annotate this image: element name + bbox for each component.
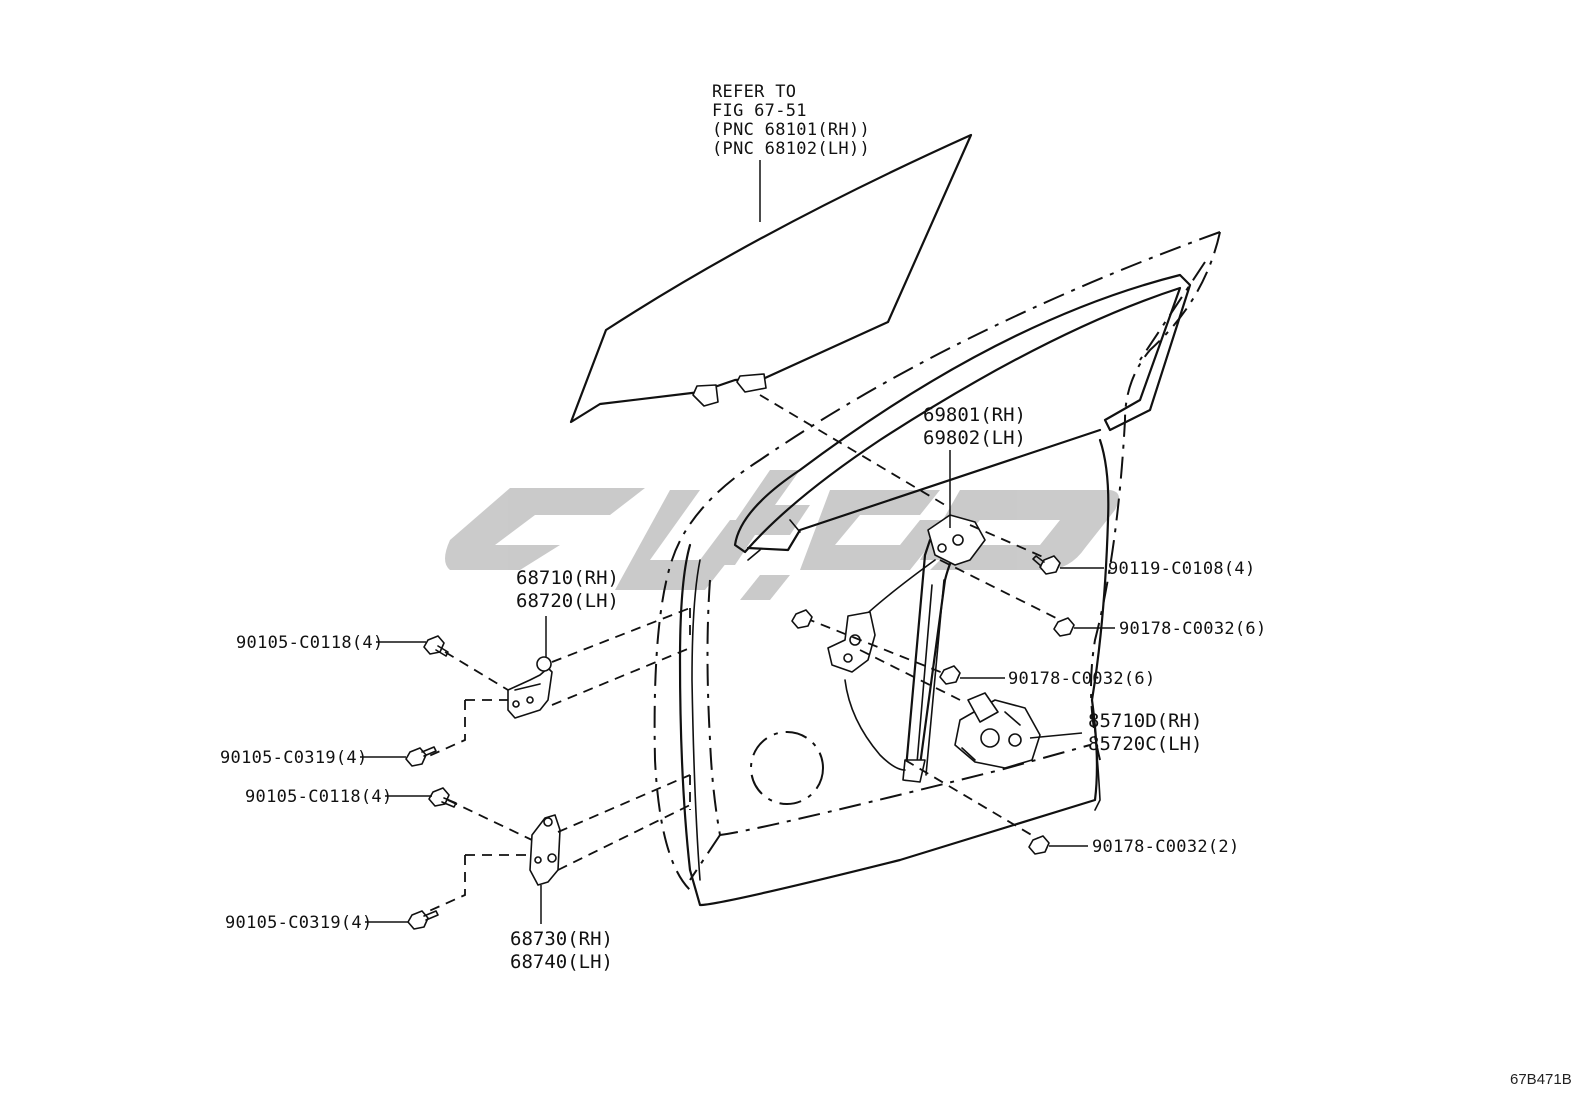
nut-right-upper-icon	[1053, 617, 1075, 637]
glass-note-line-1: REFER TO	[712, 82, 796, 102]
bolt-regulator-left-icon	[791, 609, 813, 629]
fastener-bolt-upper-top: 90105-C0118(4)	[236, 633, 384, 653]
upper-hinge-part-rh: 68710(RH)	[516, 567, 619, 589]
dash-nut-right	[939, 559, 1061, 621]
fastener-bolt-upper-bottom: 90105-C0319(4)	[220, 748, 368, 768]
nut-lower-icon	[1028, 835, 1050, 855]
bolt-upper-top-icon	[423, 635, 449, 657]
figure-code: 67B471B	[1510, 1071, 1572, 1088]
fastener-nut-center: 90178-C0032(6)	[1008, 669, 1156, 689]
fastener-bolt-regulator: 90119-C0108(4)	[1108, 559, 1256, 579]
motor-part-lh: 85720C(LH)	[1088, 733, 1202, 755]
speaker-hole	[750, 731, 824, 805]
fastener-nut-lower: 90178-C0032(2)	[1092, 837, 1240, 857]
motor-leader-line	[1029, 732, 1083, 739]
glass-note: REFER TO FIG 67-51 (PNC 68101(RH)) (PNC …	[712, 82, 870, 159]
upper-hinge-dash-to-door	[551, 607, 691, 706]
fastener-nut-right-upper: 90178-C0032(6)	[1119, 619, 1267, 639]
glass-note-line-2: FIG 67-51	[712, 101, 807, 121]
door-inner-panel	[678, 273, 1192, 907]
bolt-lower-bottom-icon	[407, 910, 439, 930]
dash-motor	[859, 649, 961, 701]
dash-nut-center	[804, 617, 949, 676]
bolt-upper-bottom-icon	[405, 746, 437, 767]
glass-dash-line	[759, 394, 946, 506]
upper-hinge	[507, 656, 553, 719]
window-glass	[569, 133, 973, 424]
nut-center-icon	[939, 665, 961, 685]
glass-note-line-4: (PNC 68102(LH))	[712, 139, 870, 159]
motor-part-rh: 85710D(RH)	[1088, 710, 1202, 732]
window-motor	[954, 692, 1041, 769]
lower-hinge-dash-to-door	[557, 774, 691, 871]
lower-hinge	[529, 814, 561, 886]
bolt-lower-top-icon	[428, 787, 457, 808]
bolt-regulator-icon	[1032, 555, 1061, 575]
lower-hinge-bolt-dash	[419, 799, 533, 916]
upper-hinge-part-lh: 68720(LH)	[516, 590, 619, 612]
regulator-part-rh: 69801(RH)	[923, 404, 1026, 426]
dash-nut-lower	[904, 759, 1041, 841]
upper-hinge-bolt-dash	[419, 651, 509, 761]
glass-note-line-3: (PNC 68101(RH))	[712, 120, 870, 140]
dash-bolt-reg	[969, 524, 1051, 561]
regulator-part-lh: 69802(LH)	[923, 427, 1026, 449]
lower-hinge-part-rh: 68730(RH)	[510, 928, 613, 950]
lower-hinge-part-lh: 68740(LH)	[510, 951, 613, 973]
fastener-bolt-lower-bottom: 90105-C0319(4)	[225, 913, 373, 933]
fastener-bolt-lower-top: 90105-C0118(4)	[245, 787, 393, 807]
